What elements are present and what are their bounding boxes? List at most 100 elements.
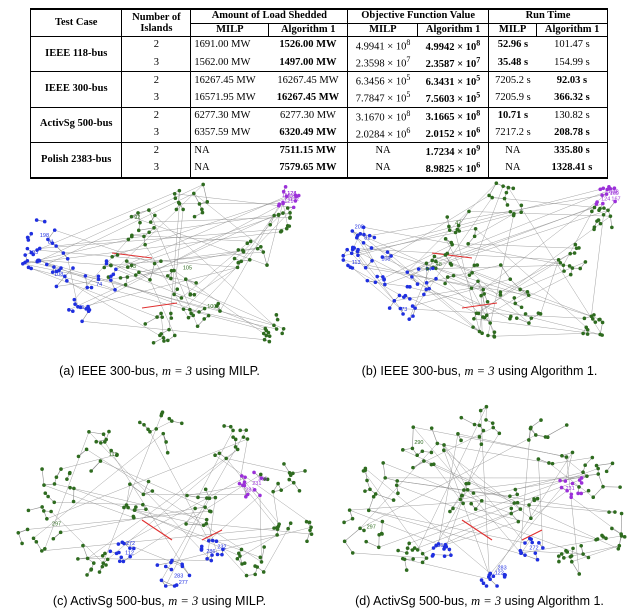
graph-node (373, 280, 378, 285)
graph-node (153, 213, 157, 218)
graph-edge (148, 209, 275, 326)
graph-node (526, 293, 531, 297)
graph-edge (489, 452, 573, 580)
graph-edge (469, 186, 504, 276)
graph-edge (483, 193, 607, 290)
graph-node (565, 550, 570, 554)
graph-node (305, 539, 309, 544)
graph-node (169, 316, 174, 320)
graph-node (477, 329, 482, 334)
graph-node (201, 523, 206, 528)
rt-alg-cell: 366.32 s (536, 89, 608, 108)
graph-edge (510, 278, 521, 290)
figure-caption: (c) ActivSg 500-bus, m = 3 using MILP. (52, 594, 267, 608)
rt-milp-cell: 52.96 s (497, 39, 529, 51)
graph-node (61, 251, 66, 255)
graph-node (618, 485, 622, 489)
graph-node (598, 206, 602, 211)
node-label: 208 (355, 225, 364, 231)
node-label: 105 (183, 266, 192, 272)
graph-node (154, 427, 159, 431)
graph-node (397, 293, 402, 298)
graph-node (608, 186, 613, 191)
graph-node (562, 556, 566, 560)
graph-node (102, 440, 107, 444)
graph-edge (143, 481, 149, 495)
graph-node (277, 203, 281, 208)
graph-node (267, 339, 272, 344)
graph-node (577, 478, 582, 482)
graph-node (100, 564, 105, 569)
graph-node (280, 331, 285, 336)
graph-node (107, 429, 111, 434)
graph-node (492, 330, 497, 334)
graph-node (533, 433, 538, 437)
graph-node (600, 333, 604, 337)
graph-edge (87, 449, 238, 559)
graph-node (585, 474, 589, 478)
node-label: 73 (130, 264, 136, 270)
islands-cell: 3 (121, 54, 192, 73)
graph-edge (369, 194, 603, 236)
graph-edge (206, 497, 216, 559)
graph-node (535, 557, 540, 562)
graph-edge (351, 253, 395, 301)
graph-node (467, 273, 472, 277)
graph-edge (520, 550, 584, 555)
graph-edge (458, 211, 470, 226)
graph-node (259, 245, 263, 249)
node-label: 231 (252, 481, 261, 487)
graph-node (591, 495, 596, 500)
node-label: 92 (134, 215, 140, 221)
graph-node (117, 559, 122, 564)
graph-node (536, 457, 541, 461)
graph-node (272, 323, 276, 328)
graph-node (29, 231, 34, 236)
graph-node (34, 218, 39, 222)
graph-edge (599, 322, 603, 335)
graph-edge (123, 477, 246, 544)
graph-node (448, 509, 452, 514)
graph-edge (193, 193, 261, 247)
graph-node (80, 319, 84, 324)
graph-node (508, 277, 513, 282)
graph-node (612, 186, 617, 190)
graph-node (608, 214, 613, 219)
graph-edge (548, 462, 594, 498)
graph-edge (412, 279, 511, 307)
graph-node (573, 242, 578, 247)
graph-edge (88, 431, 104, 435)
graph-edge (378, 468, 599, 548)
graph-node (44, 262, 49, 267)
graph-node (392, 299, 397, 303)
graph-edge (607, 201, 616, 211)
graph-node (304, 519, 309, 524)
graph-node (291, 205, 296, 210)
graph-node (424, 280, 429, 285)
graph-edge (239, 483, 248, 495)
graph-node (71, 266, 75, 270)
graph-edge (39, 260, 205, 309)
graph-edge (46, 193, 194, 265)
network-edges (18, 412, 312, 587)
graph-edge (474, 213, 515, 237)
graph-node (613, 199, 617, 204)
graph-node (96, 277, 101, 282)
graph-node (442, 448, 446, 453)
graph-node (175, 287, 180, 292)
graph-node (110, 254, 114, 259)
graph-edge (473, 318, 601, 335)
graph-node (244, 573, 249, 578)
node-label: 122 (495, 571, 504, 577)
graph-node (596, 472, 601, 476)
load-alg-cell: 7511.15 MW (268, 142, 349, 160)
graph-edge (349, 509, 445, 548)
graph-edge (610, 216, 613, 228)
obj-milp-cell: 2.3598 × 107 (347, 54, 418, 73)
graph-node (181, 207, 185, 212)
graph-node (487, 193, 491, 198)
load-milp-cell: 16267.45 MW (194, 74, 256, 86)
graph-node (52, 500, 57, 505)
graph-node (427, 286, 431, 291)
